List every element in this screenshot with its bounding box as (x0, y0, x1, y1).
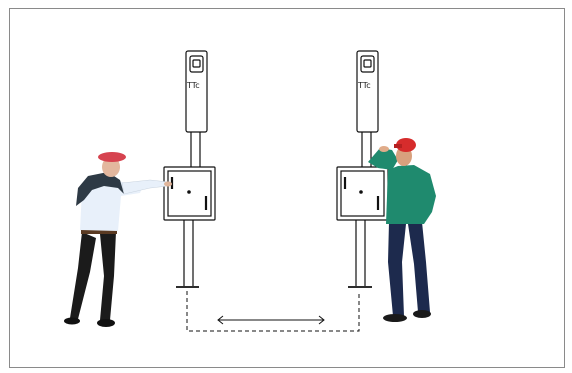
right-stop-label: TTc (357, 81, 371, 90)
right-stop-logo-icon (361, 56, 374, 72)
person-right (368, 138, 436, 322)
right-stop-validator-box (337, 167, 388, 220)
left-stop-logo-icon (190, 56, 203, 72)
left-stop-label: TTc (186, 81, 200, 90)
distance-arrow-icon (218, 316, 324, 324)
dashed-connector (187, 291, 359, 331)
person-left (64, 152, 172, 327)
